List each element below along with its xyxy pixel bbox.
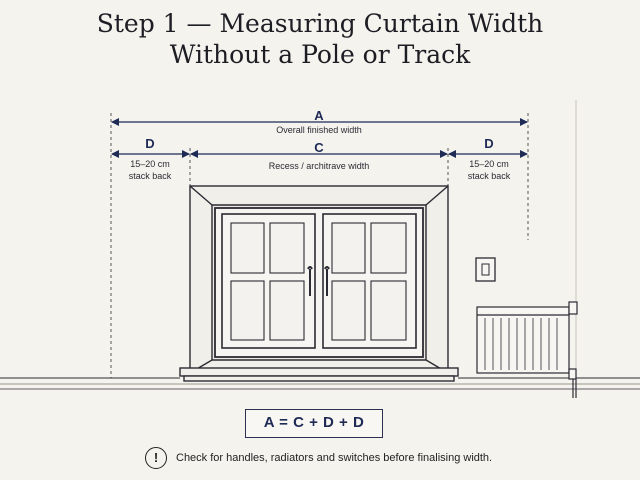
skirting-board (0, 377, 640, 390)
window-handle-left (307, 266, 313, 296)
pane-right-br (370, 280, 407, 341)
dimension-d-left-caption-1: 15–20 cm (130, 159, 170, 169)
light-switch (475, 257, 496, 282)
pane-left-tl (230, 222, 265, 274)
radiator-valve-bottom (568, 368, 577, 380)
window-sash-left (221, 213, 316, 349)
title-line-1: Step 1 — Measuring Curtain Width (96, 9, 544, 38)
dimension-d-left-caption-2: stack back (128, 171, 172, 181)
radiator-valve-top (568, 301, 578, 315)
formula-box: A = C + D + D (245, 409, 383, 438)
window-sash-right (322, 213, 417, 349)
dimension-a-caption: Overall finished width (276, 125, 362, 135)
dimension-d-left-letter: D (145, 136, 155, 151)
dimension-c-caption: Recess / architrave width (268, 161, 370, 171)
diagram-title: Step 1 — Measuring Curtain Width Without… (0, 8, 640, 70)
title-line-2: Without a Pole or Track (169, 40, 471, 69)
pane-right-tl (331, 222, 366, 274)
window (189, 185, 449, 374)
dimension-a-letter: A (314, 108, 324, 123)
dimension-d-right-caption-2: stack back (467, 171, 511, 181)
dimension-d-right-letter: D (484, 136, 494, 151)
exclamation-icon: ! (145, 447, 167, 469)
pane-right-tr (370, 222, 407, 274)
pane-left-tr (269, 222, 305, 274)
note-text: Check for handles, radiators and switche… (176, 452, 493, 464)
dimension-arrows (111, 118, 528, 158)
dimension-c-letter: C (314, 140, 324, 155)
window-handle-right (324, 266, 330, 296)
pane-left-br (269, 280, 305, 341)
dimension-d-right-caption-1: 15–20 cm (469, 159, 509, 169)
window-sill (179, 367, 459, 382)
pane-right-bl (331, 280, 366, 341)
pane-left-bl (230, 280, 265, 341)
radiator (476, 301, 578, 398)
